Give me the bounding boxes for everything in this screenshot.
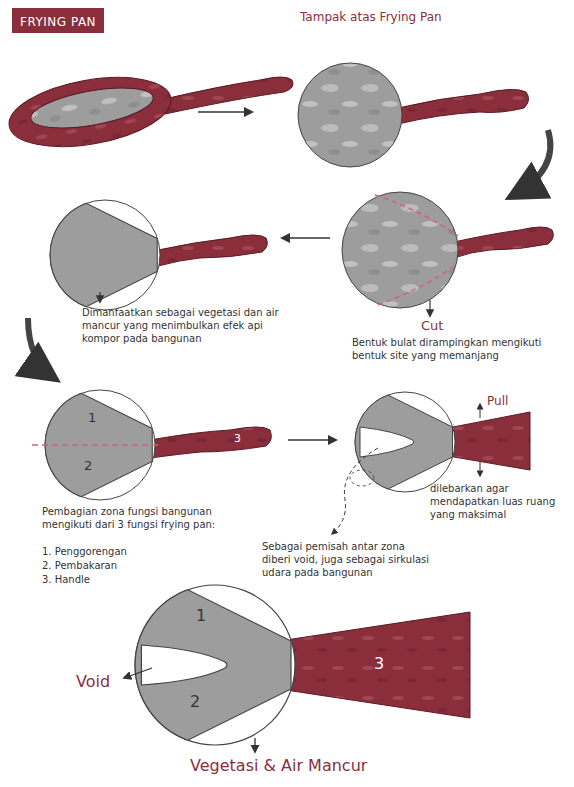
pan-zones <box>32 390 271 500</box>
title-band: FRYING PAN <box>12 8 104 33</box>
view-caption: Tampak atas Frying Pan <box>300 10 500 26</box>
pull-label: Pull <box>487 394 527 410</box>
pan-final <box>135 585 470 745</box>
step-arrow <box>28 318 54 378</box>
note: dilebarkan agar mendapatkan luas ruang y… <box>430 482 568 521</box>
list-item: 2. Pembakaran <box>42 559 222 572</box>
void-mark <box>350 470 374 486</box>
note: Dimanfaatkan sebagai vegetasi dan air ma… <box>82 306 292 345</box>
vegetation-label: Vegetasi & Air Mancur <box>190 756 430 777</box>
zone-number: 3 <box>234 432 248 446</box>
callout-arrow <box>332 448 378 534</box>
void-label: Void <box>76 672 126 693</box>
callout-arrow <box>124 668 152 678</box>
callout-arrow <box>254 738 255 752</box>
pan-void-pull <box>355 392 530 492</box>
list-item: 3. Handle <box>42 573 222 586</box>
callout-arrow <box>429 300 430 316</box>
step-arrow <box>282 237 330 239</box>
zone-number: 2 <box>84 458 98 475</box>
pull-arrow <box>480 404 481 418</box>
cut-label: Cut <box>421 318 461 335</box>
note: Bentuk bulat dirampingkan mengikuti bent… <box>352 336 544 362</box>
step-arrow <box>512 130 550 196</box>
note: Sebagai pemisah antar zona diberi void, … <box>262 540 432 579</box>
step-arrow <box>288 439 336 441</box>
step-arrow <box>198 111 252 113</box>
callout-arrow <box>99 292 100 302</box>
zone-number: 3 <box>374 654 394 675</box>
pan-cut-step <box>342 192 553 308</box>
pan-perspective <box>4 66 293 158</box>
zone-number: 2 <box>190 692 210 713</box>
zone-number: 1 <box>88 410 102 427</box>
pan-top-view <box>298 63 529 167</box>
zone-number: 1 <box>196 606 216 627</box>
list-item: 1. Penggorengan <box>42 545 222 558</box>
pull-arrow <box>480 462 481 476</box>
note: Pembagian zona fungsi bangunan mengikuti… <box>42 505 232 531</box>
title: FRYING PAN <box>20 15 96 29</box>
pan-trimmed <box>50 200 267 310</box>
